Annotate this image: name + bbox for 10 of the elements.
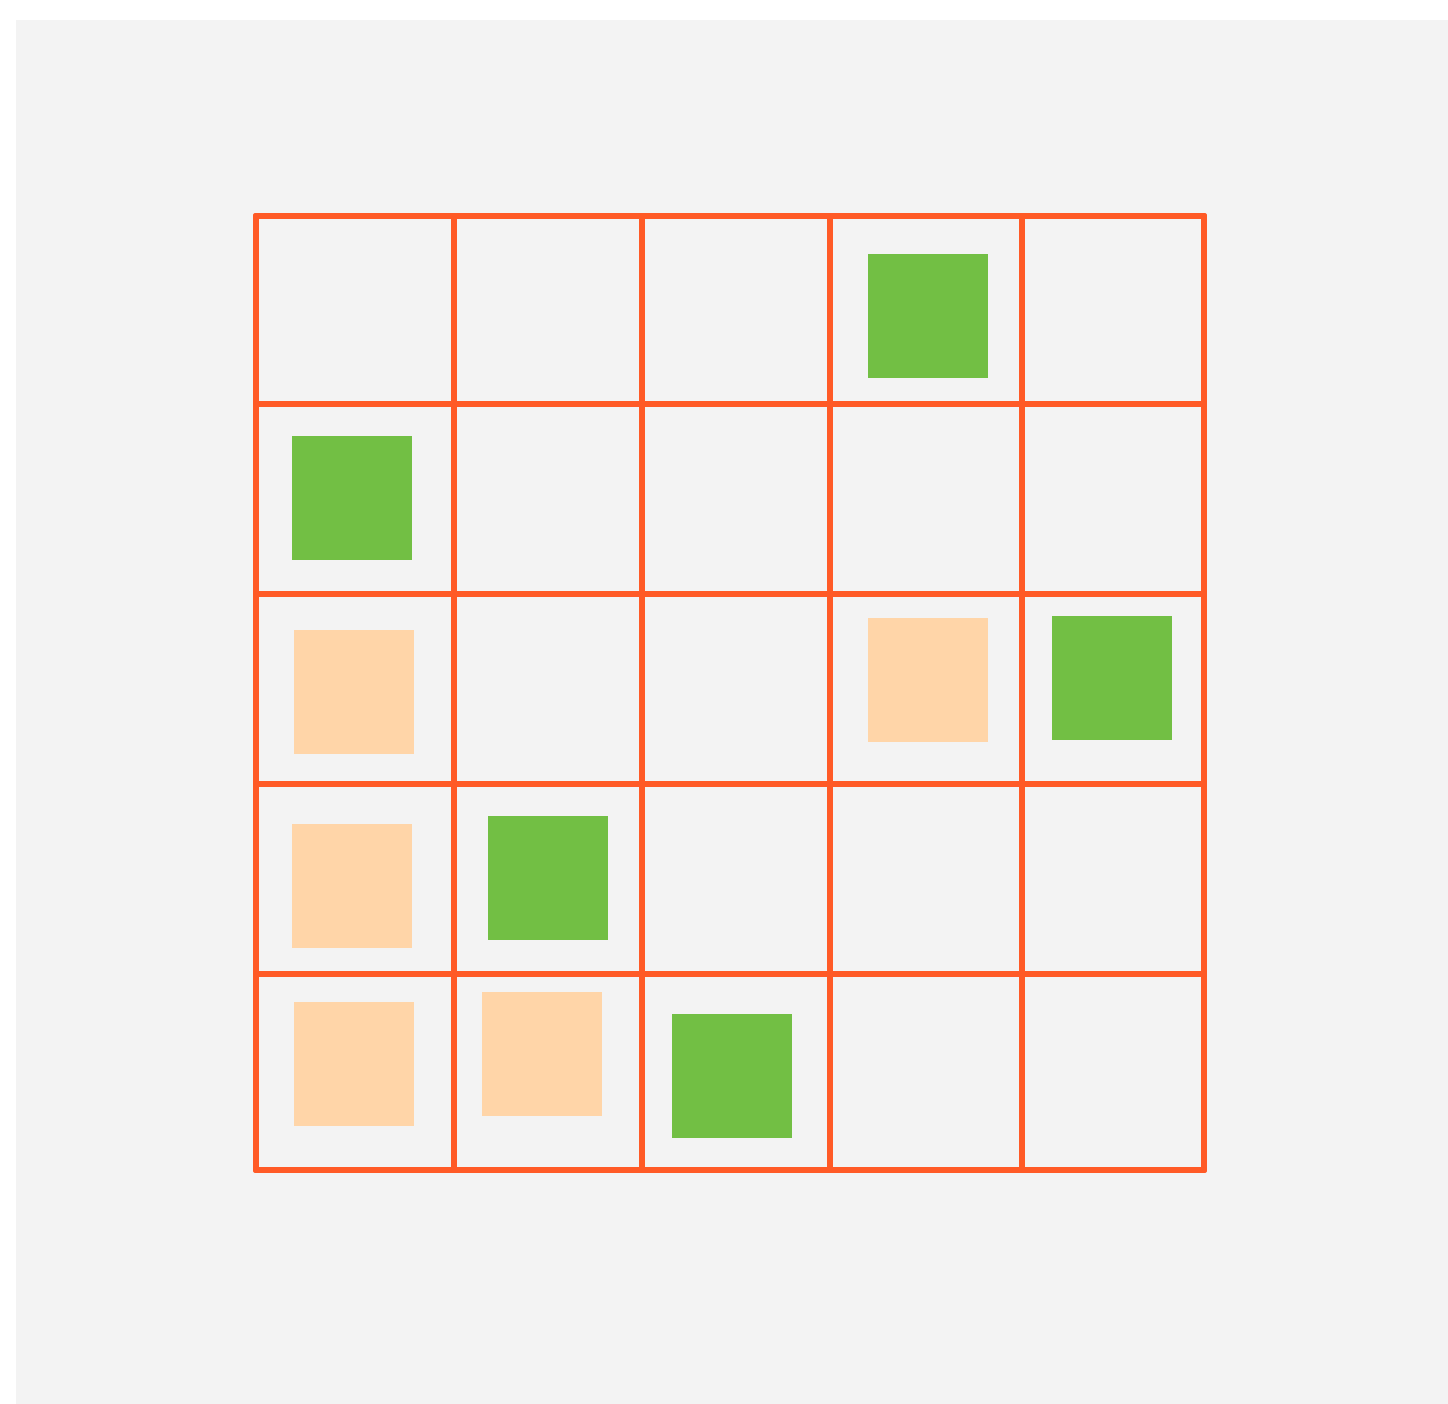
filled-square bbox=[292, 824, 412, 948]
filled-square bbox=[868, 618, 988, 742]
filled-square bbox=[672, 1014, 792, 1138]
filled-square bbox=[294, 630, 414, 754]
filled-square bbox=[482, 992, 602, 1116]
filled-square bbox=[1052, 616, 1172, 740]
filled-square bbox=[294, 1002, 414, 1126]
filled-square bbox=[488, 816, 608, 940]
filled-square bbox=[868, 254, 988, 378]
filled-square bbox=[292, 436, 412, 560]
